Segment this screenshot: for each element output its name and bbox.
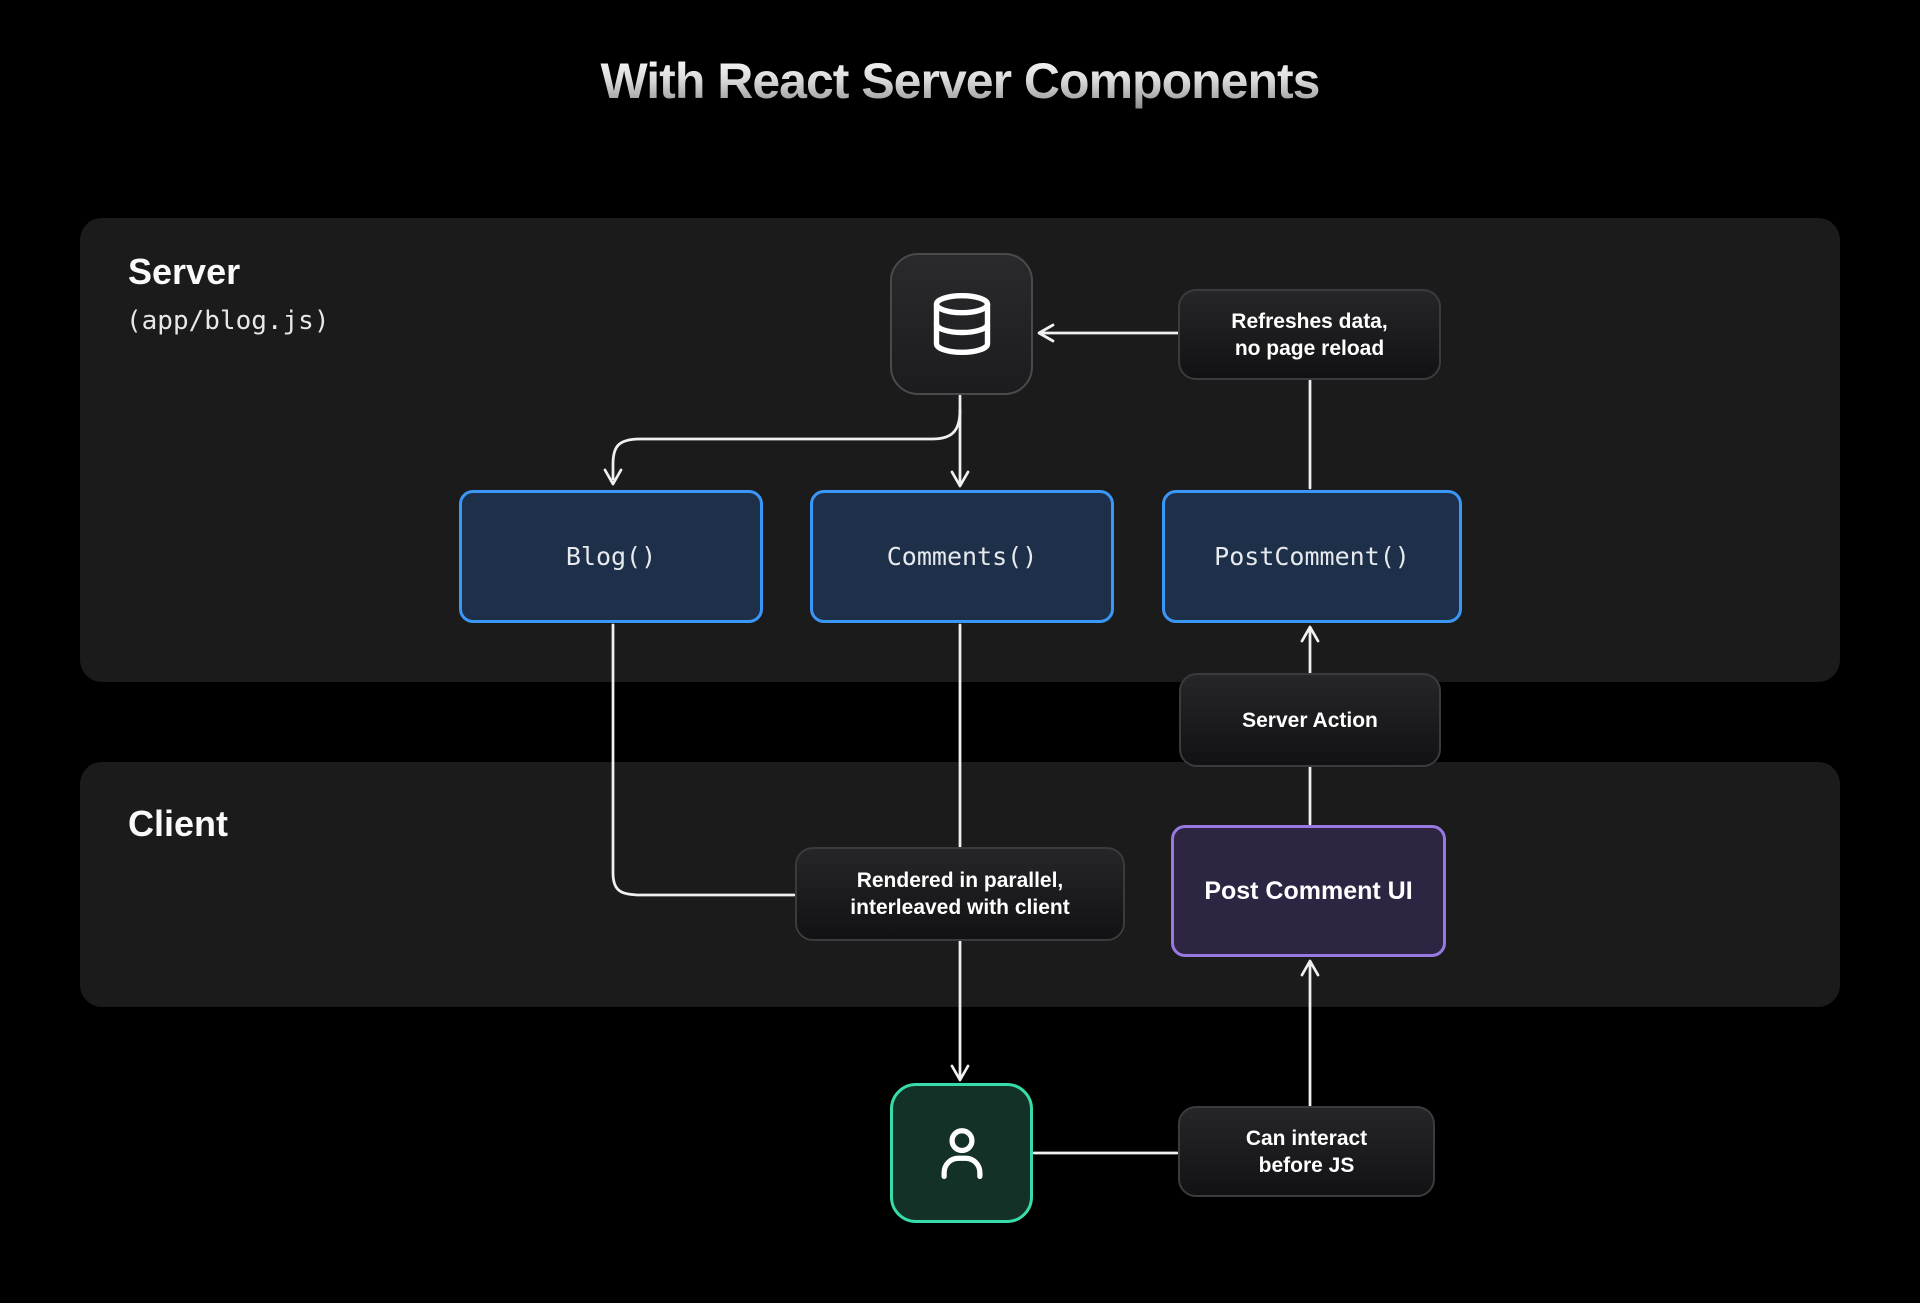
server-panel-label: Server — [128, 251, 241, 292]
arrowhead-into-user — [950, 1064, 970, 1082]
page-title: With React Server Components — [0, 54, 1920, 109]
can-interact-annotation: Can interact before JS — [1178, 1106, 1435, 1197]
refreshes-data-text: Refreshes data, no page reload — [1231, 309, 1388, 360]
database-icon — [928, 288, 996, 360]
comments-node: Comments() — [810, 490, 1114, 623]
comments-node-label: Comments() — [886, 542, 1038, 571]
blog-node-label: Blog() — [565, 542, 657, 571]
server-action-text: Server Action — [1242, 708, 1378, 732]
post-comment-ui-node: Post Comment UI — [1171, 825, 1446, 957]
client-panel-label: Client — [128, 803, 229, 844]
postcomment-node: PostComment() — [1162, 490, 1462, 623]
database-node — [890, 253, 1033, 395]
user-icon — [929, 1118, 995, 1188]
user-node — [890, 1083, 1033, 1223]
server-action-annotation: Server Action — [1179, 673, 1441, 767]
postcomment-node-label: PostComment() — [1214, 542, 1410, 571]
blog-node: Blog() — [459, 490, 763, 623]
refreshes-data-annotation: Refreshes data, no page reload — [1178, 289, 1441, 380]
can-interact-text: Can interact before JS — [1245, 1126, 1368, 1177]
server-panel-path: (app/blog.js) — [126, 306, 330, 336]
post-comment-ui-label: Post Comment UI — [1204, 876, 1413, 905]
rendered-parallel-annotation: Rendered in parallel, interleaved with c… — [795, 847, 1125, 941]
rendered-parallel-text: Rendered in parallel, interleaved with c… — [850, 869, 1070, 919]
